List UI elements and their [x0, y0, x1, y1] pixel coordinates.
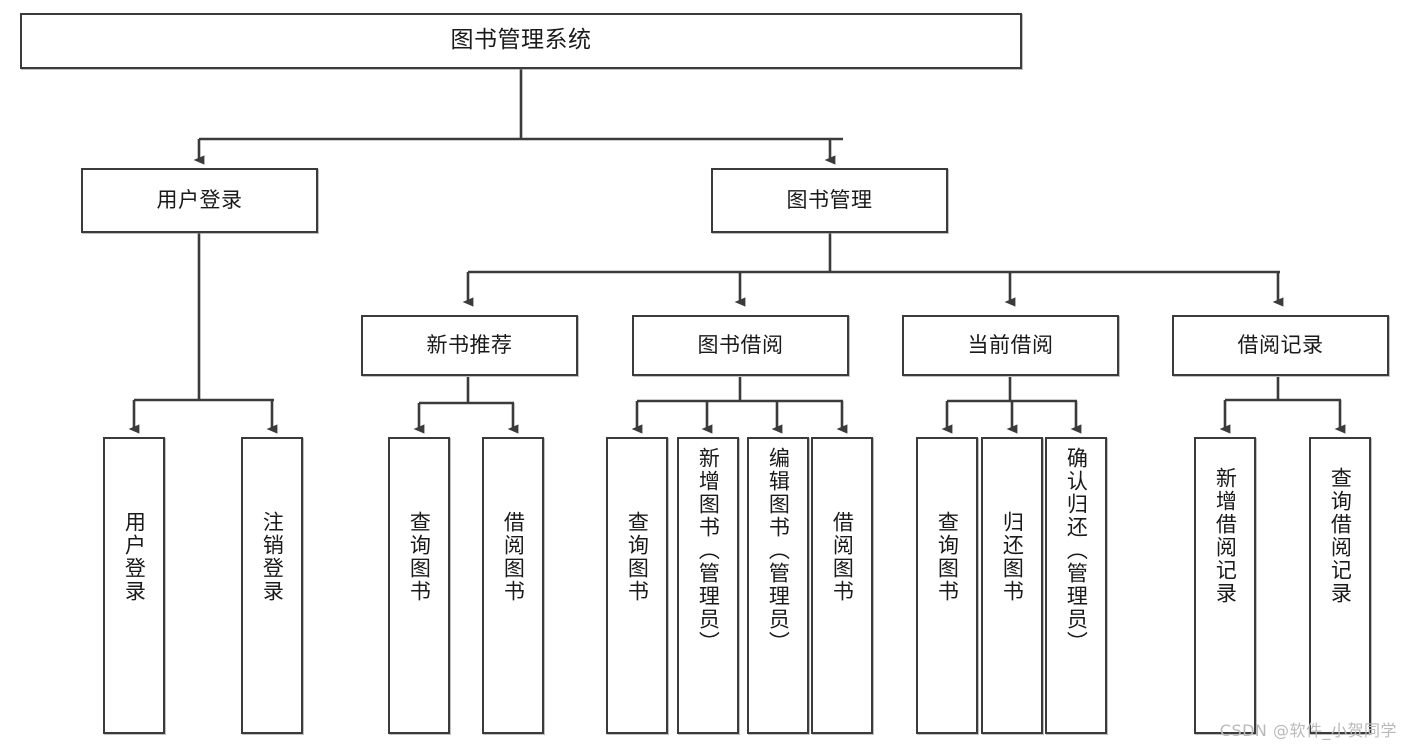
node-new-book-recommend[interactable]: 新书推荐: [361, 315, 578, 376]
node-leaf-add-record[interactable]: 新增借阅记录: [1194, 437, 1256, 734]
node-leaf-borrow-book-1[interactable]: 借阅图书: [482, 437, 544, 734]
node-book-borrow[interactable]: 图书借阅: [632, 315, 849, 376]
node-label: 借阅图书: [501, 511, 526, 603]
node-label: 查询图书: [935, 511, 960, 603]
node-label: 新书推荐: [426, 333, 513, 358]
node-book-manage[interactable]: 图书管理: [711, 168, 948, 233]
node-leaf-confirm-return[interactable]: 确认归还（管理员）: [1045, 437, 1107, 734]
node-label: 查询图书: [625, 511, 650, 603]
node-label: 用户登录: [156, 188, 243, 213]
node-leaf-query-book-3[interactable]: 查询图书: [916, 437, 978, 734]
node-leaf-query-book-1[interactable]: 查询图书: [388, 437, 450, 734]
node-book-management-system[interactable]: 图书管理系统: [20, 13, 1022, 69]
node-leaf-return-book[interactable]: 归还图书: [981, 437, 1043, 734]
node-leaf-logout-login[interactable]: 注销登录: [241, 437, 303, 734]
node-leaf-user-login[interactable]: 用户登录: [103, 437, 165, 734]
node-user-login[interactable]: 用户登录: [81, 168, 318, 233]
node-label: 编辑图书（管理员）: [766, 447, 791, 654]
node-label: 新增图书（管理员）: [696, 447, 721, 654]
node-label: 借阅记录: [1237, 333, 1324, 358]
node-label: 确认归还（管理员）: [1064, 447, 1089, 654]
node-label: 当前借阅: [967, 333, 1054, 358]
node-label: 注销登录: [260, 511, 285, 603]
node-leaf-query-record[interactable]: 查询借阅记录: [1309, 437, 1371, 734]
node-label: 新增借阅记录: [1213, 467, 1238, 605]
node-label: 借阅图书: [830, 511, 855, 603]
node-current-borrow[interactable]: 当前借阅: [902, 315, 1119, 376]
node-leaf-edit-book[interactable]: 编辑图书（管理员）: [747, 437, 809, 734]
node-leaf-add-book[interactable]: 新增图书（管理员）: [677, 437, 739, 734]
node-label: 图书借阅: [697, 333, 784, 358]
node-label: 图书管理: [786, 188, 873, 213]
node-leaf-query-book-2[interactable]: 查询图书: [606, 437, 668, 734]
node-label: 用户登录: [122, 511, 147, 603]
node-label: 归还图书: [1000, 511, 1025, 603]
node-label: 查询借阅记录: [1328, 467, 1353, 605]
node-label: 查询图书: [407, 511, 432, 603]
node-label: 图书管理系统: [450, 27, 592, 54]
node-leaf-borrow-book-2[interactable]: 借阅图书: [811, 437, 873, 734]
node-borrow-record[interactable]: 借阅记录: [1172, 315, 1389, 376]
